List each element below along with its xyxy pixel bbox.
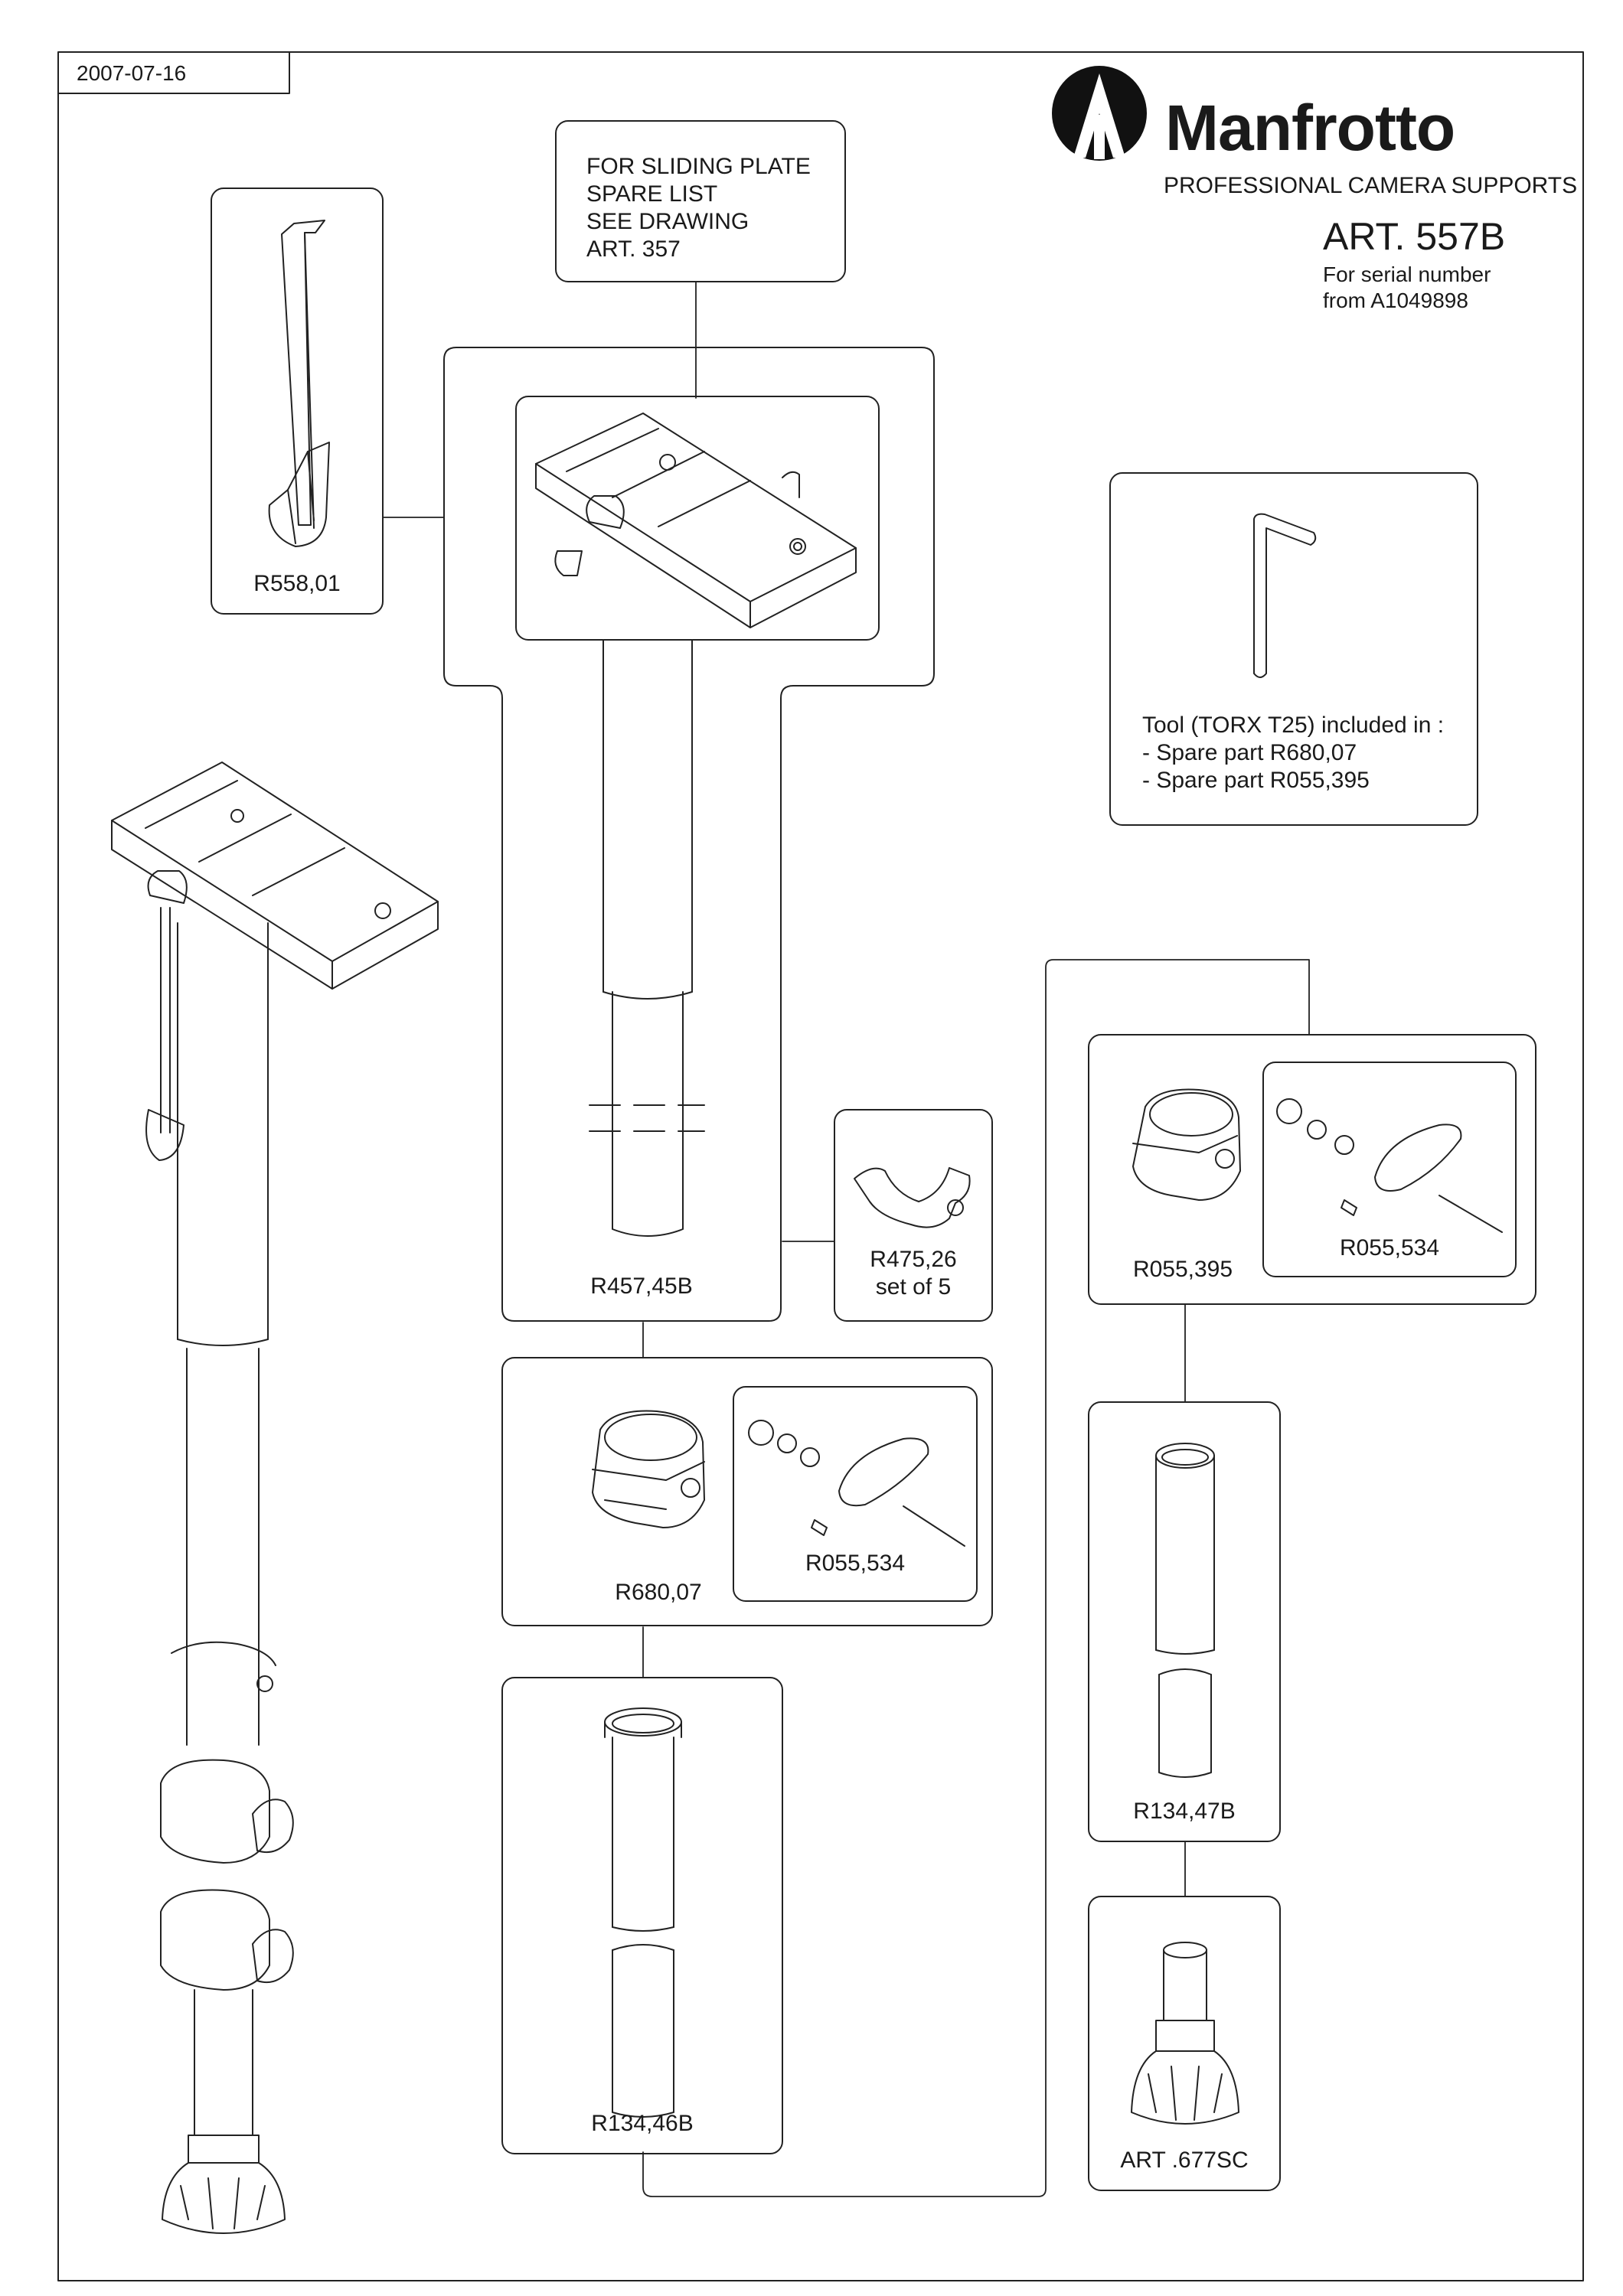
part-boxes [211,120,1536,2191]
label-r457-45b: R457,45B [590,1274,693,1299]
torx-tool-illustration [1253,513,1317,678]
date-box [57,51,290,94]
sliding-plate-note: FOR SLIDING PLATE SPARE LIST SEE DRAWING… [586,154,811,262]
box-r055-534-left [733,1386,978,1602]
r457-45b-tube-illustration [589,639,705,1237]
r134-46b-tube-illustration [604,1707,682,2118]
drawing-frame [57,51,1584,2281]
box-sliding-plate-note [555,120,846,282]
date-label: 2007-07-16 [77,61,187,85]
box-r055-534-right [1262,1062,1517,1277]
manfrotto-logo-mark [1052,66,1147,161]
label-art-677sc: ART .677SC [1120,2148,1249,2173]
serial-note: For serial number from A1049898 [1323,263,1491,312]
article-title: ART. 557B [1323,215,1506,258]
r055-395-clamp-illustration [1132,1088,1241,1201]
label-r475-26: R475,26 set of 5 [870,1247,957,1300]
label-r134-46b: R134,46B [591,2111,694,2136]
r680-07-clamp-illustration [592,1410,705,1528]
brand-name: Manfrotto [1165,92,1455,164]
box-r134-47b [1088,1401,1281,1842]
r558-01-lever-illustration [268,220,330,547]
box-r055-395 [1088,1034,1536,1305]
connector-lines [382,281,1310,2197]
r055-534-left-parts [748,1420,965,1547]
tool-note: Tool (TORX T25) included in : - Spare pa… [1142,713,1445,793]
r475-26-clip-illustration [854,1167,971,1228]
label-r055-534-right: R055,534 [1339,1235,1440,1261]
box-r475-26 [834,1109,993,1322]
r134-47b-tube-illustration [1155,1443,1215,1778]
box-plate-inner [515,396,880,641]
box-r134-46b [501,1677,783,2154]
box-tool [1109,472,1478,826]
label-r055-395: R055,395 [1132,1257,1233,1282]
label-r558-01: R558,01 [253,571,341,596]
box-r457-45b [443,347,935,1322]
label-r680-07: R680,07 [615,1580,702,1605]
box-art-677sc [1088,1896,1281,2191]
box-r558-01 [211,188,384,615]
assembled-monopod-illustration [111,762,439,2234]
label-r134-47b: R134,47B [1133,1799,1236,1824]
sliding-plate-illustration-upper [535,413,857,628]
label-r055-534-left: R055,534 [805,1551,906,1576]
art-677sc-foot-illustration [1131,1942,1239,2125]
r055-534-right-parts [1276,1098,1503,1233]
brand-tagline: PROFESSIONAL CAMERA SUPPORTS [1164,173,1578,198]
box-r680-07 [501,1357,993,1626]
